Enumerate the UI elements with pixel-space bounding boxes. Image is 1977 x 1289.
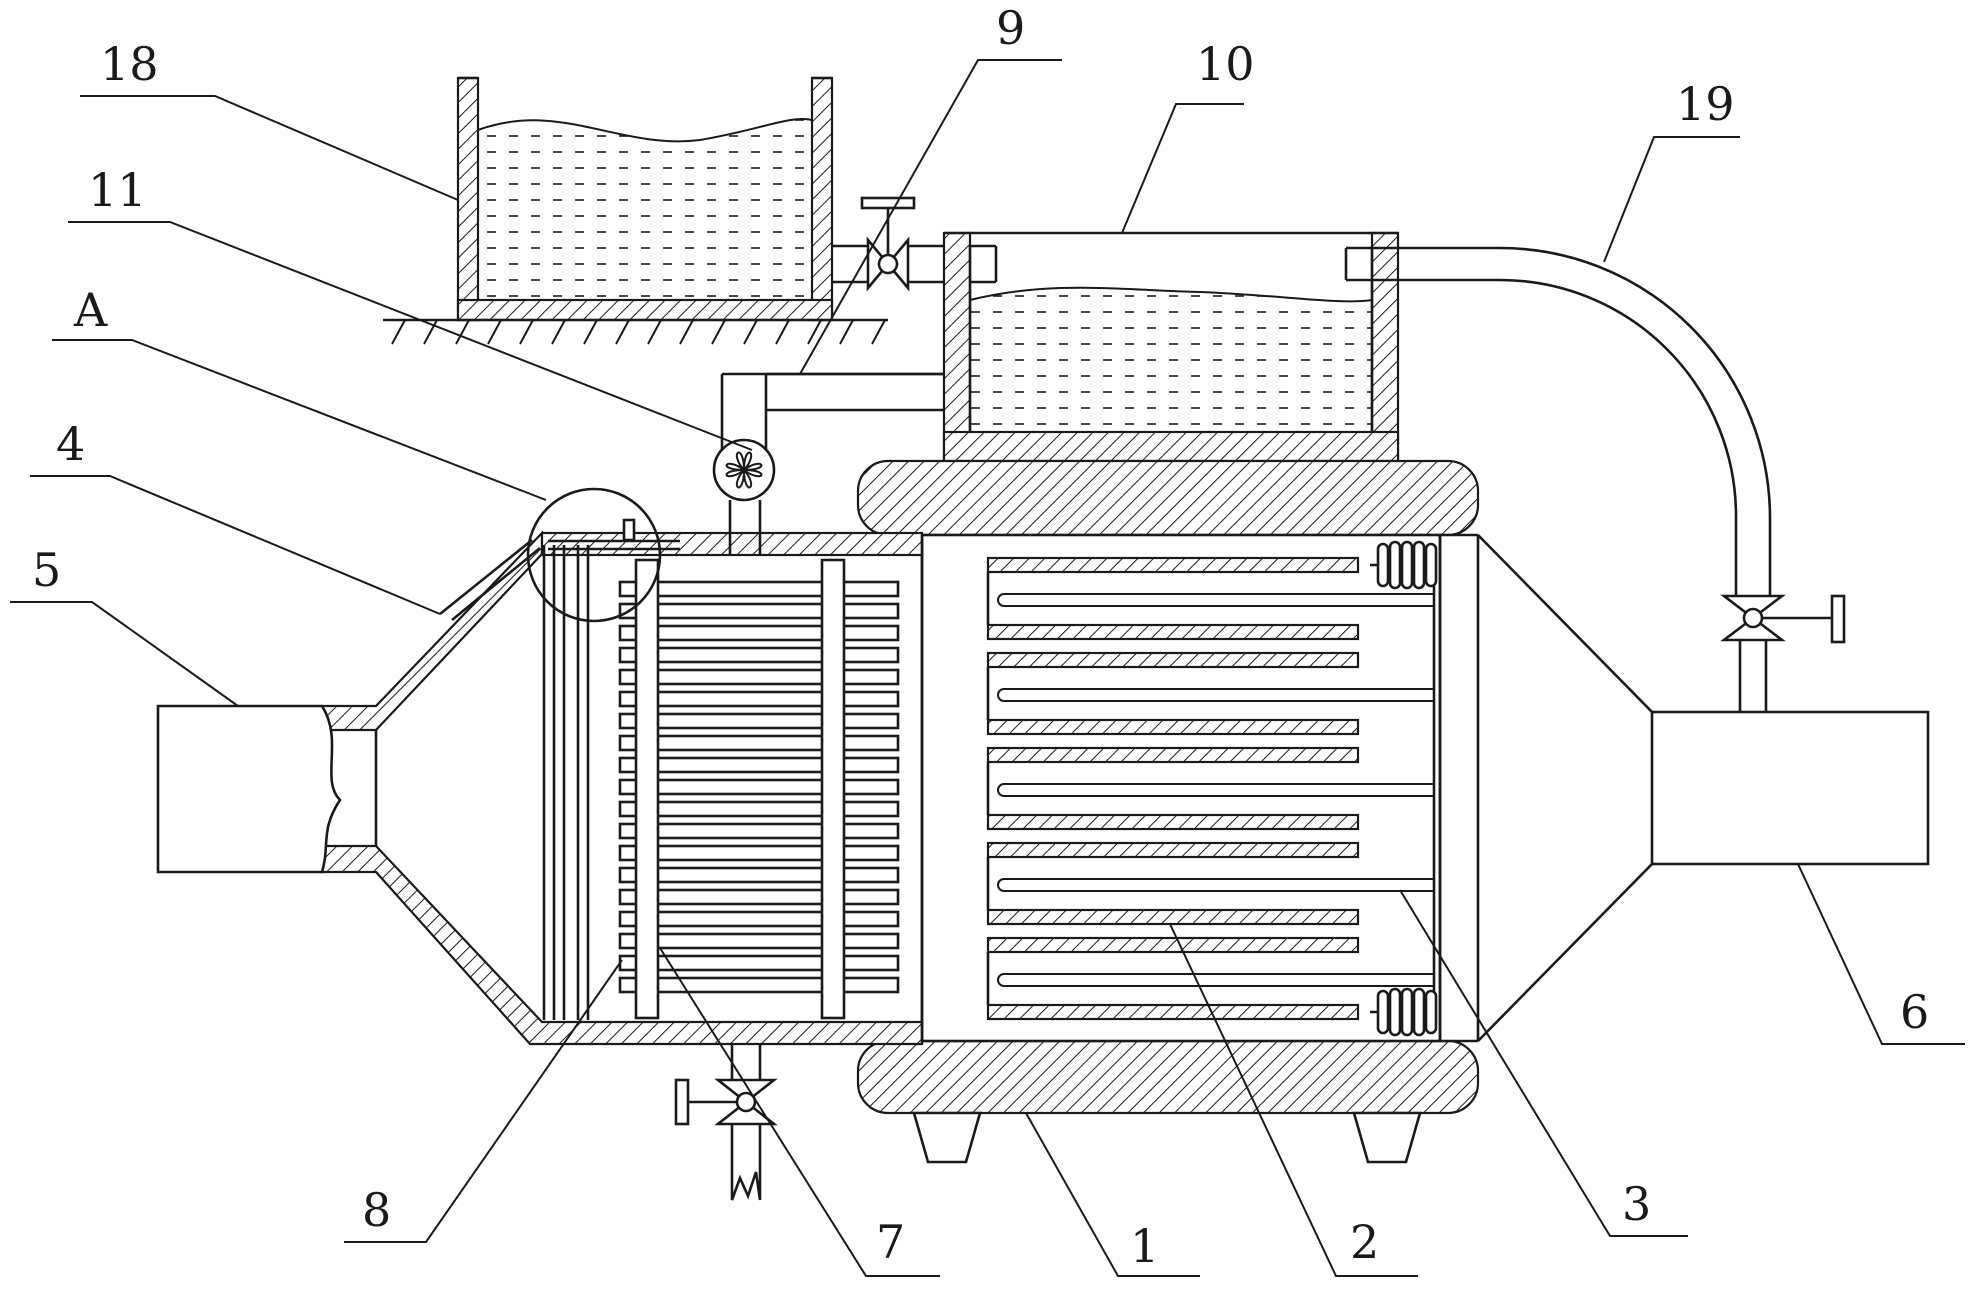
label-10: 10 bbox=[1196, 37, 1255, 91]
label-19: 19 bbox=[1676, 77, 1735, 131]
electrode-plates-2 bbox=[986, 556, 1360, 1021]
spray-chamber bbox=[320, 487, 924, 1046]
label-2: 2 bbox=[1350, 1215, 1379, 1269]
label-9: 9 bbox=[996, 1, 1025, 55]
drain-valve bbox=[674, 1044, 778, 1201]
return-pipe-19 bbox=[1344, 246, 1846, 712]
electrode-rods-3 bbox=[997, 560, 1436, 1020]
insulator-top bbox=[1370, 540, 1438, 590]
main-body-1 bbox=[856, 459, 1480, 1164]
leader-lines bbox=[10, 59, 1965, 1277]
label-1: 1 bbox=[1130, 1219, 1159, 1273]
ground-support bbox=[383, 318, 888, 345]
label-6: 6 bbox=[1900, 985, 1929, 1039]
outlet-6 bbox=[1477, 534, 1930, 1042]
fan-pipe-11 bbox=[712, 372, 944, 555]
tank-10 bbox=[942, 231, 1400, 463]
label-4: 4 bbox=[56, 417, 85, 471]
label-18: 18 bbox=[100, 37, 159, 91]
label-8: 8 bbox=[362, 1183, 391, 1237]
label-A: A bbox=[73, 283, 108, 337]
label-7: 7 bbox=[876, 1215, 905, 1269]
inlet-5 bbox=[156, 704, 378, 874]
insulator-bottom bbox=[1370, 987, 1438, 1037]
label-5: 5 bbox=[32, 543, 61, 597]
label-11: 11 bbox=[88, 163, 147, 217]
label-3: 3 bbox=[1622, 1177, 1651, 1231]
tank-18 bbox=[456, 76, 834, 322]
